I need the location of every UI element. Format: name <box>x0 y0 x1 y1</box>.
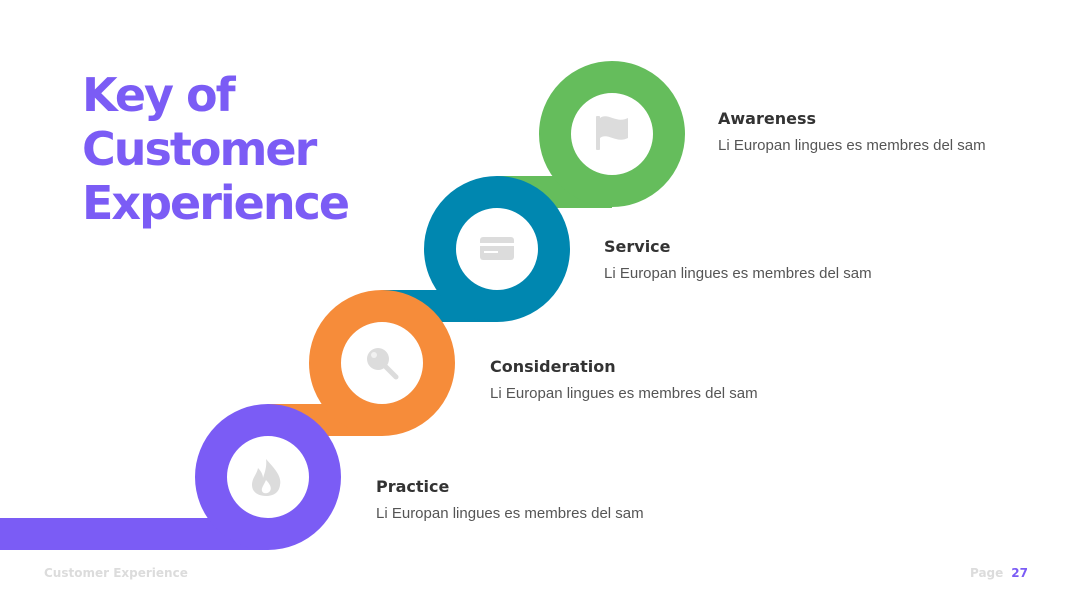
credit-card-icon <box>480 237 514 260</box>
step-awareness: Awareness Li Europan lingues es membres … <box>718 109 1080 155</box>
page-number: 27 <box>1011 566 1028 580</box>
step-title: Practice <box>376 477 450 496</box>
step-title: Consideration <box>490 357 616 376</box>
step-description: Li Europan lingues es membres del sam <box>604 265 872 282</box>
magnifier-icon <box>367 348 399 380</box>
page-label: Page <box>969 566 1004 580</box>
step-description: Li Europan lingues es membres del sam <box>490 385 758 402</box>
title-line-2: Customer <box>82 122 317 176</box>
title-line-1: Key of <box>82 68 236 122</box>
title-line-3: Experience <box>82 176 350 230</box>
step-description: Li Europan lingues es membres del sam <box>718 137 986 154</box>
step-description: Li Europan lingues es membres del sam <box>376 505 644 522</box>
step-title: Awareness <box>718 109 816 128</box>
page-title: Key of Customer Experience <box>82 68 350 230</box>
step-title: Service <box>604 237 671 256</box>
step-service: Service Li Europan lingues es membres de… <box>604 237 1024 283</box>
flame-icon <box>252 459 281 496</box>
step-practice: Practice Li Europan lingues es membres d… <box>376 477 796 523</box>
page-indicator: Page 27 <box>970 566 1028 580</box>
footer-title: Customer Experience <box>44 566 188 580</box>
flag-icon <box>596 116 628 150</box>
step-consideration: Consideration Li Europan lingues es memb… <box>490 357 910 403</box>
